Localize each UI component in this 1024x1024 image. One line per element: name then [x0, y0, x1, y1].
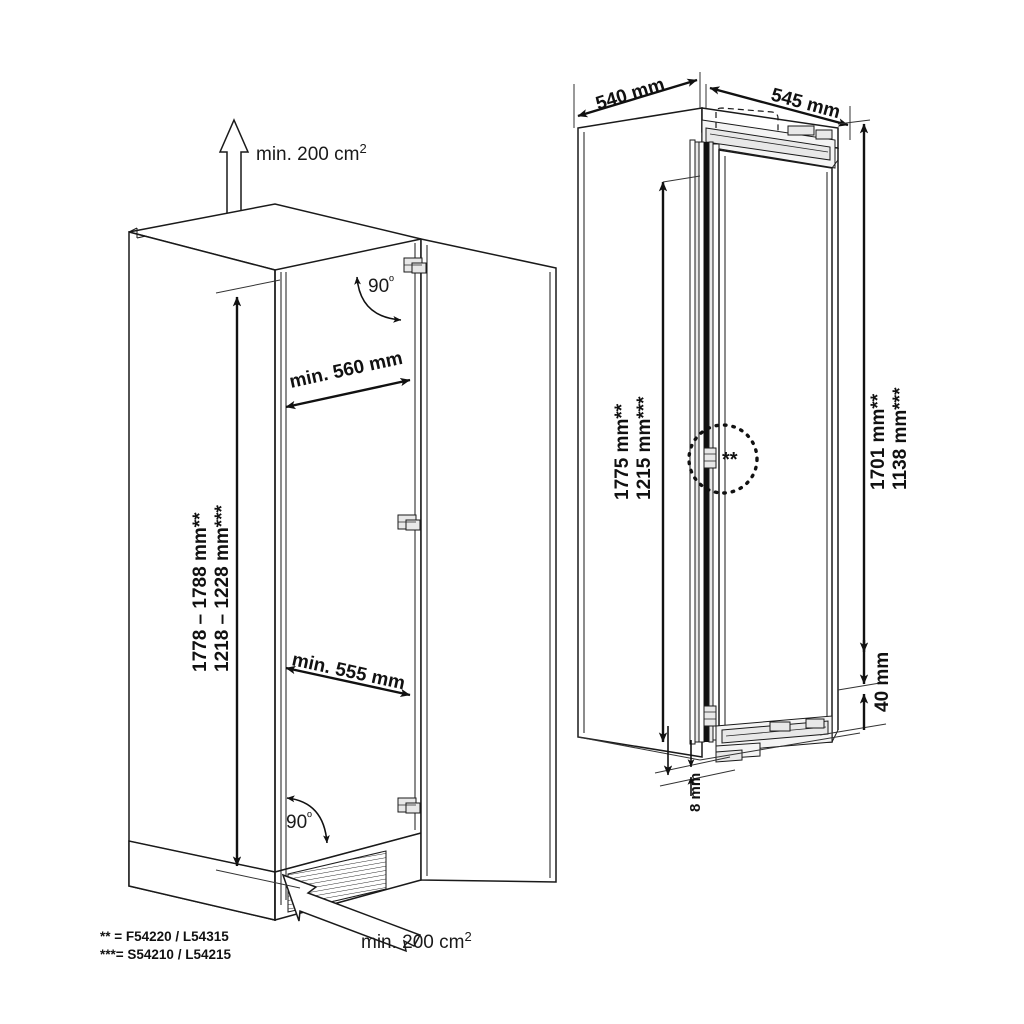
door-stile-stack	[689, 139, 720, 745]
svg-text:1701 mm**: 1701 mm**	[868, 393, 889, 490]
depth-dimension-upper	[285, 377, 411, 410]
middle-hinge-detail-circle	[687, 423, 759, 495]
appliance-door-panel	[718, 148, 839, 745]
legend-line-2: ***= S54210 / L54215	[100, 947, 231, 962]
right-view-dimensions	[573, 72, 887, 796]
svg-text:90º: 90º	[368, 273, 394, 298]
width-label-right: 545 mm	[769, 85, 843, 124]
appliance-outer-height-label-1: 1701 mm**	[868, 393, 889, 490]
svg-text:min. 200 cm2: min. 200 cm2	[256, 141, 367, 166]
angle-indicator-top	[354, 276, 402, 323]
bottom-ventilation-label: min. 200 cm2	[361, 929, 472, 954]
opened-door-panel	[420, 238, 557, 883]
angle-indicator-bottom	[286, 795, 330, 844]
svg-text:1138 mm***: 1138 mm***	[890, 387, 911, 490]
svg-text:540 mm: 540 mm	[593, 74, 667, 115]
svg-text:8 mm: 8 mm	[687, 773, 704, 812]
appliance-inner-height-label-2: 1215 mm***	[634, 396, 655, 500]
hinge-callout-label: **	[722, 449, 738, 471]
grille-pointer-arrow-icon	[281, 873, 422, 953]
door-hinge-middle	[397, 514, 421, 531]
svg-text:min. 200 cm2: min. 200 cm2	[361, 929, 472, 954]
svg-text:1218 – 1228 mm***: 1218 – 1228 mm***	[212, 504, 233, 672]
svg-text:***= S54210 / L54215: ***= S54210 / L54215	[100, 947, 231, 962]
svg-text:90º: 90º	[286, 809, 312, 834]
width-label-left: 540 mm	[593, 74, 667, 115]
top-ventilation-label: min. 200 cm2	[256, 141, 367, 166]
svg-text:** = F54220 / L54315: ** = F54220 / L54315	[100, 929, 229, 944]
svg-text:1778 – 1788 mm**: 1778 – 1788 mm**	[190, 512, 211, 672]
svg-text:**: **	[722, 449, 738, 471]
door-hinge-bottom	[397, 797, 421, 814]
svg-text:545 mm: 545 mm	[769, 85, 843, 124]
top-ventilation-arrow-icon	[218, 118, 250, 223]
door-gap-label: 8 mm	[687, 773, 704, 812]
plinth-gap-label: 40 mm	[872, 652, 893, 712]
left-view-group	[128, 118, 557, 953]
niche-height-label-1: 1778 – 1788 mm**	[190, 512, 211, 672]
svg-text:min. 555 mm: min. 555 mm	[290, 649, 407, 694]
svg-text:1215 mm***: 1215 mm***	[634, 396, 655, 500]
appliance-inner-height-label-1: 1775 mm**	[612, 403, 633, 500]
angle-label-top: 90º	[368, 273, 394, 298]
right-view-group	[577, 107, 861, 763]
depth-dimension-lower	[285, 665, 411, 698]
legend-line-1: ** = F54220 / L54315	[100, 929, 229, 944]
niche-height-dimension	[215, 279, 301, 889]
niche-height-label-2: 1218 – 1228 mm***	[212, 504, 233, 672]
svg-text:1775 mm**: 1775 mm**	[612, 403, 633, 500]
door-hinge-top	[403, 257, 427, 274]
angle-label-bottom: 90º	[286, 809, 312, 834]
svg-text:40 mm: 40 mm	[872, 652, 893, 712]
appliance-outer-height-label-2: 1138 mm***	[890, 387, 911, 490]
appliance-middle-hinge	[703, 447, 717, 469]
depth-label-lower: min. 555 mm	[290, 649, 407, 694]
appliance-bottom-hinge	[703, 705, 717, 727]
niche-door-post	[274, 270, 287, 920]
